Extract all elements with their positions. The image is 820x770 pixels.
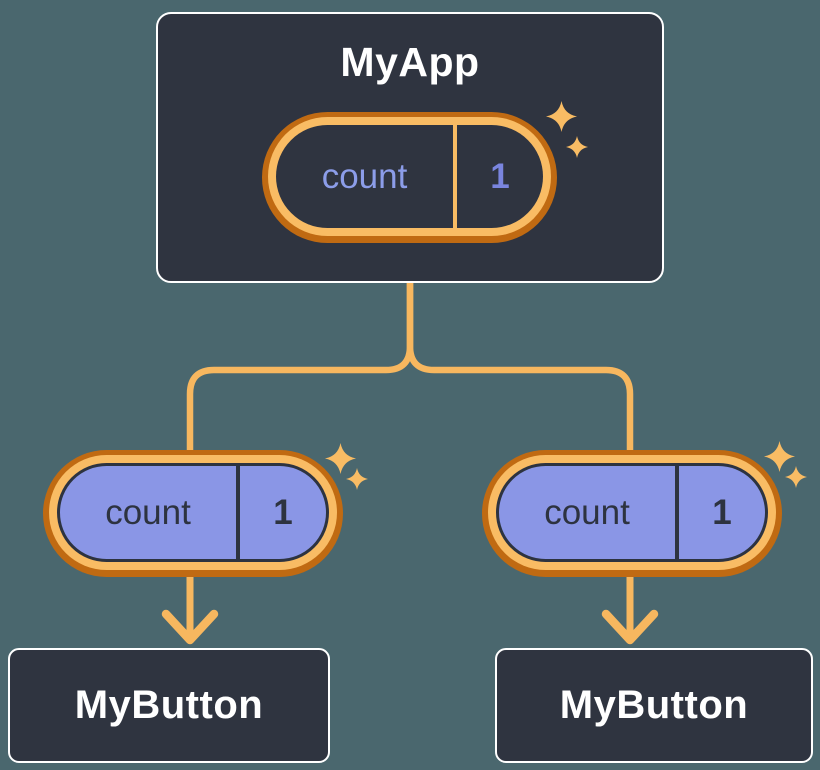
state-pill-divider bbox=[453, 125, 457, 228]
state-pill-core: count 1 bbox=[276, 125, 543, 228]
node-title: MyButton bbox=[559, 683, 749, 727]
connector-root-to-left-child bbox=[186, 279, 414, 458]
sparkle-icon bbox=[346, 468, 368, 490]
state-pill: count 1 bbox=[482, 450, 782, 577]
state-pill-ring: count 1 bbox=[488, 455, 776, 570]
sparkle-icon bbox=[324, 442, 357, 475]
connector-root-to-right-child bbox=[406, 279, 634, 458]
state-pill: count 1 bbox=[43, 450, 343, 577]
node-title: MyButton bbox=[74, 683, 264, 727]
state-name: count bbox=[544, 492, 630, 532]
state-value: 1 bbox=[273, 492, 293, 532]
arrow-down-icon bbox=[601, 570, 659, 645]
state-pill-core: count 1 bbox=[496, 463, 768, 562]
state-pill-ring: count 1 bbox=[49, 455, 337, 570]
node-mybutton-left: MyButton bbox=[8, 648, 330, 763]
state-pill-divider bbox=[675, 466, 679, 559]
state-pill-ring: count 1 bbox=[268, 117, 551, 236]
state-pill: count 1 bbox=[262, 112, 557, 243]
sparkle-icon bbox=[785, 466, 807, 488]
state-value: 1 bbox=[490, 156, 510, 196]
state-pill-divider bbox=[236, 466, 240, 559]
node-title: MyApp bbox=[340, 39, 480, 85]
state-name: count bbox=[321, 156, 408, 196]
state-pill-core: count 1 bbox=[57, 463, 329, 562]
sparkle-icon bbox=[545, 100, 578, 133]
sparkle-icon bbox=[566, 136, 588, 158]
sparkle-icon bbox=[763, 440, 796, 473]
arrow-down-icon bbox=[161, 570, 219, 645]
state-name: count bbox=[105, 492, 191, 532]
state-value: 1 bbox=[712, 492, 732, 532]
node-mybutton-right: MyButton bbox=[495, 648, 813, 763]
